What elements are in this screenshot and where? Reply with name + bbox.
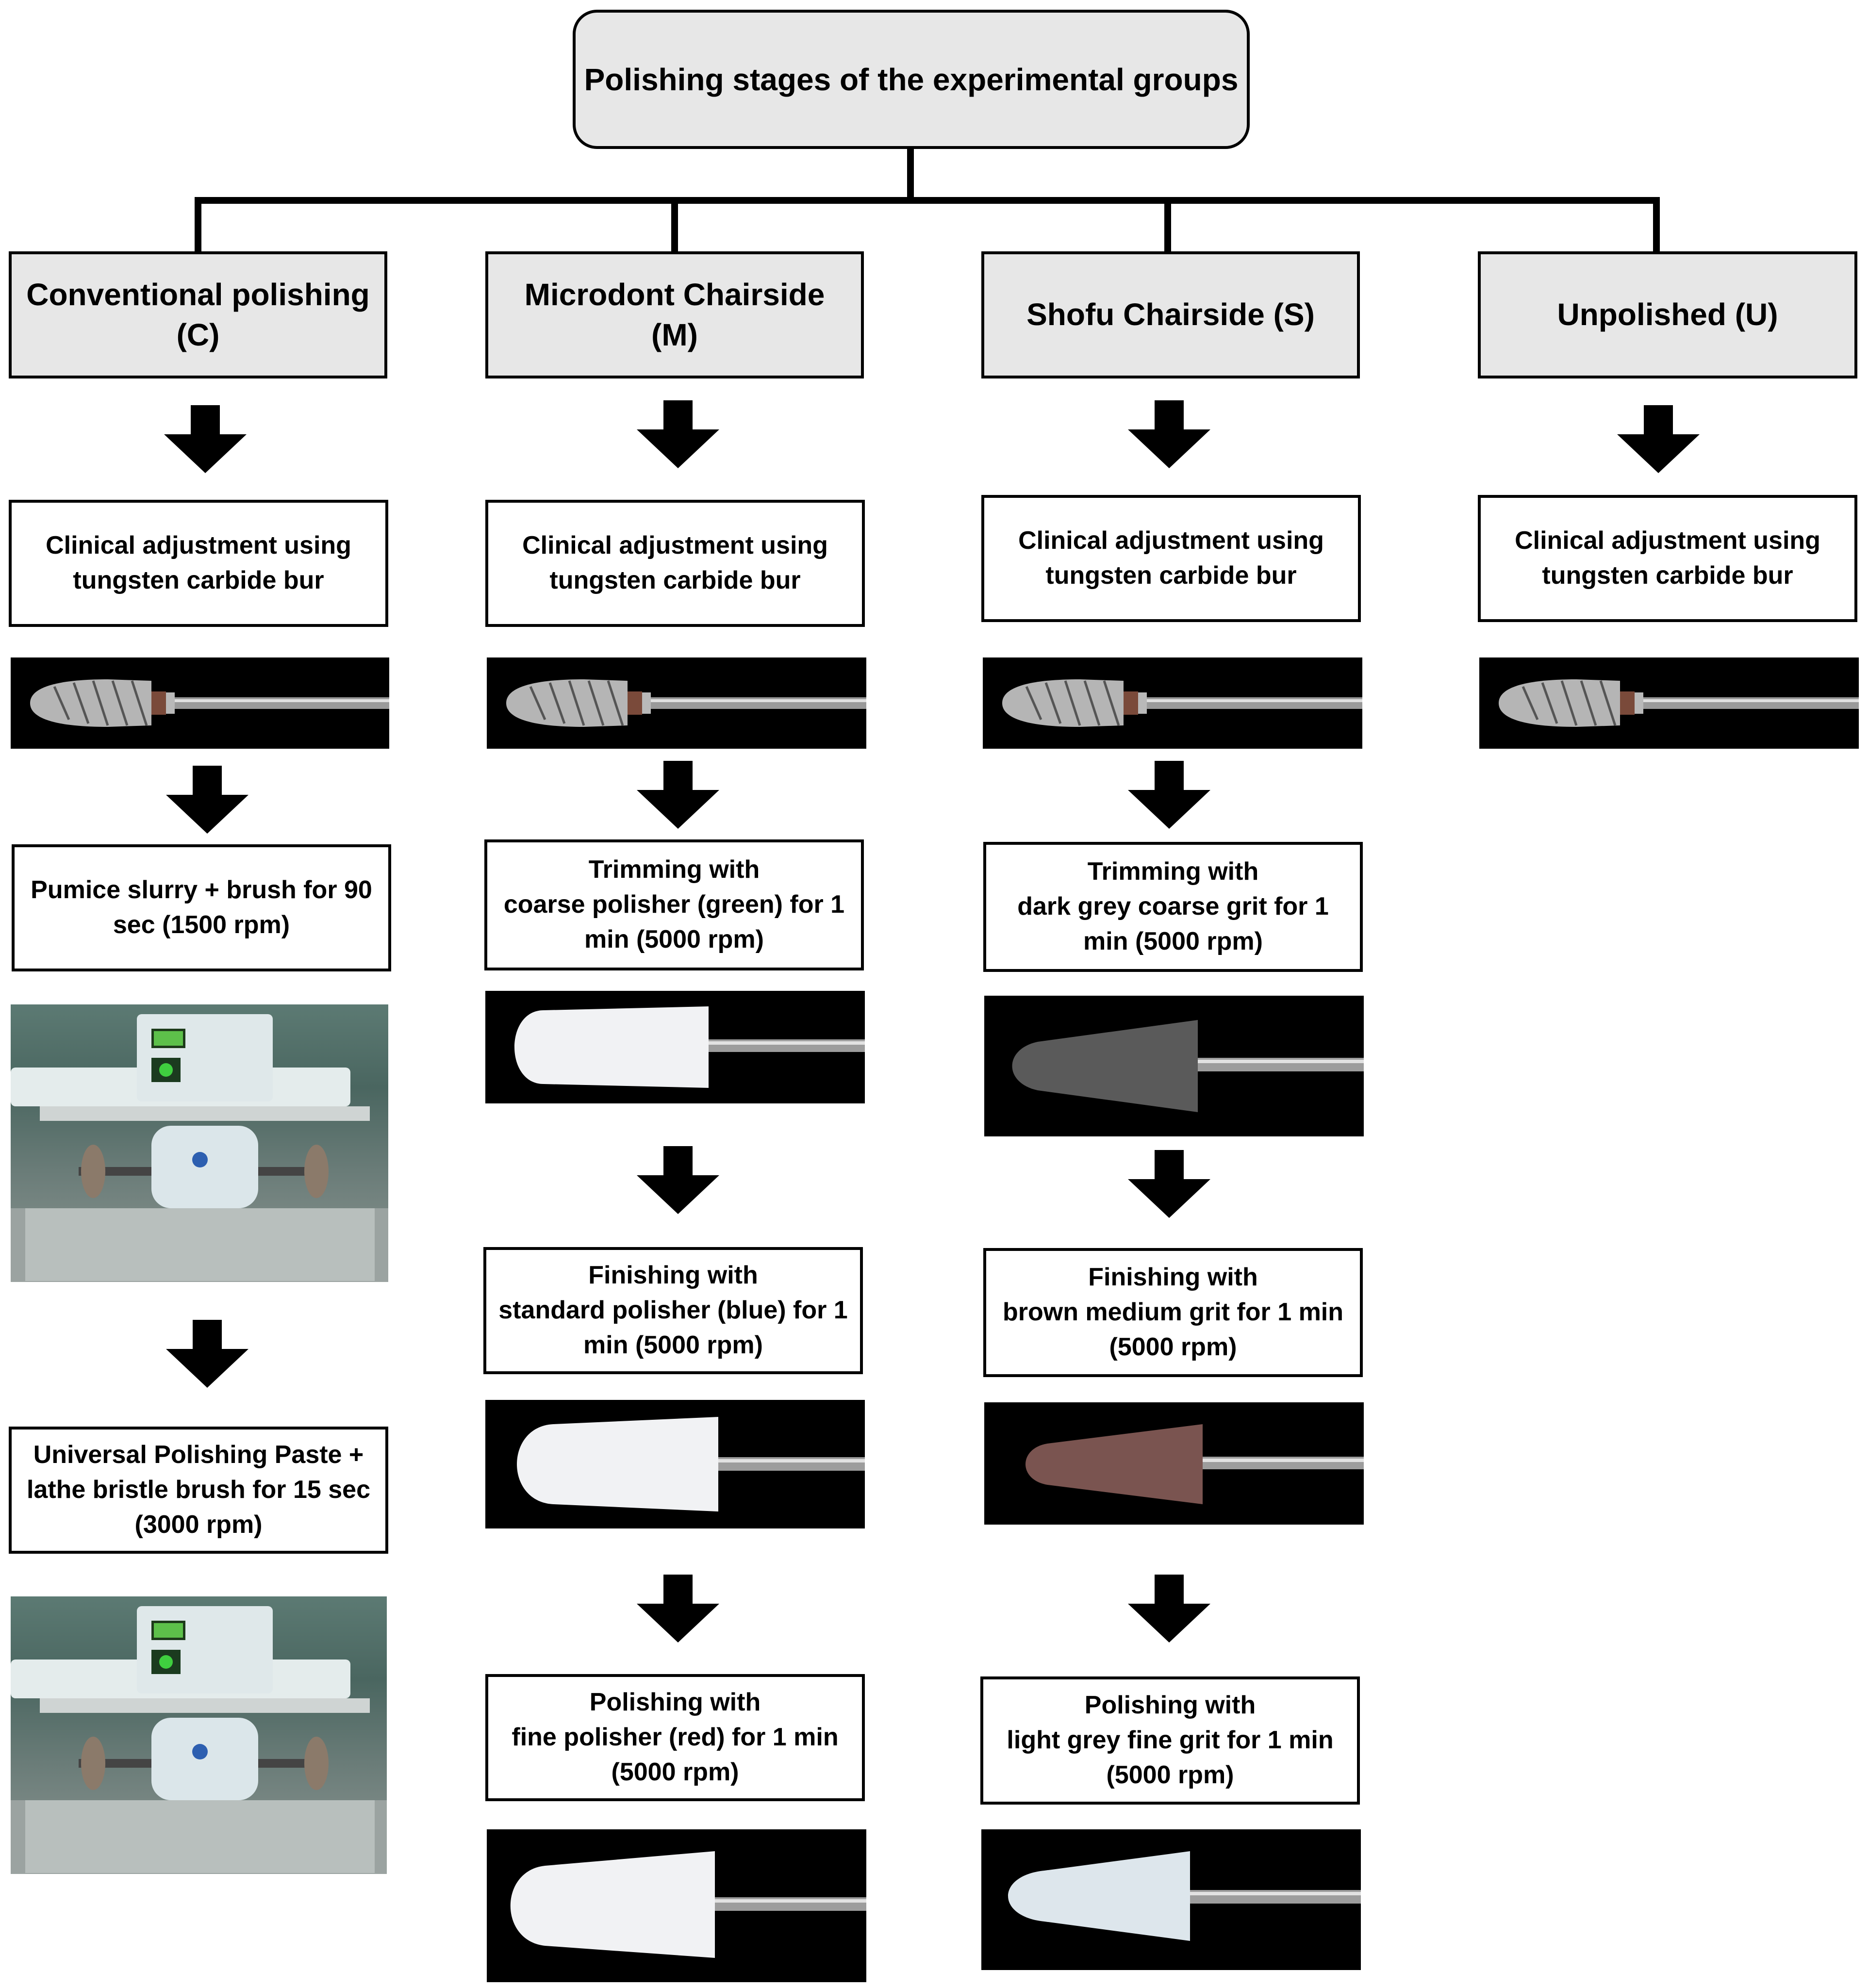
step-text-line: min (5000 rpm) bbox=[584, 925, 764, 953]
group-header-unpolished: Unpolished (U) bbox=[1478, 251, 1857, 378]
step-text-line: Polishing with bbox=[1084, 1691, 1256, 1720]
down-arrow-icon bbox=[637, 761, 719, 829]
step-text-line: tungsten carbide bur bbox=[1045, 561, 1297, 590]
light-grey-fine-grit-photo bbox=[981, 1829, 1361, 1970]
down-arrow-icon bbox=[164, 405, 247, 473]
down-arrow-icon bbox=[166, 766, 248, 834]
down-arrow-icon bbox=[637, 1146, 719, 1214]
group-header-unpolished-text: Unpolished (U) bbox=[1557, 297, 1778, 332]
step-text-line: Polishing with bbox=[589, 1688, 761, 1717]
step-text-line: min (5000 rpm) bbox=[1083, 927, 1263, 955]
brown-medium-grit-photo bbox=[984, 1402, 1364, 1525]
dark-grey-coarse-grit-photo bbox=[984, 996, 1364, 1136]
group-header-shofu: Shofu Chairside (S) bbox=[981, 251, 1360, 378]
step-text-line: Trimming with bbox=[588, 855, 760, 884]
step-text-line: Pumice slurry + brush for 90 bbox=[31, 876, 372, 904]
step-text-line: (5000 rpm) bbox=[611, 1758, 739, 1786]
step-text-line: standard polisher (blue) for 1 bbox=[498, 1296, 848, 1325]
step-text-line: Clinical adjustment using bbox=[522, 531, 828, 560]
dental-lathe-photo bbox=[11, 1004, 388, 1282]
step-text-line: tungsten carbide bur bbox=[73, 566, 324, 594]
step-s-trimming: Trimming with dark grey coarse grit for … bbox=[983, 842, 1363, 972]
step-text-line: Trimming with bbox=[1087, 857, 1259, 886]
diagram-title: Polishing stages of the experimental gro… bbox=[573, 10, 1250, 149]
step-text-line: (5000 rpm) bbox=[1106, 1760, 1234, 1789]
step-text-line: lathe bristle brush for 15 sec bbox=[26, 1476, 371, 1504]
step-m-trimming: Trimming with coarse polisher (green) fo… bbox=[484, 839, 864, 970]
step-text-line: Clinical adjustment using bbox=[46, 531, 351, 560]
step-text-line: (5000 rpm) bbox=[1109, 1332, 1237, 1361]
group-header-conventional-line2: (C) bbox=[176, 317, 220, 352]
step-u-clinical-adjustment: Clinical adjustment using tungsten carbi… bbox=[1478, 495, 1857, 622]
step-text-line: Clinical adjustment using bbox=[1018, 526, 1324, 555]
step-s-polishing: Polishing with light grey fine grit for … bbox=[980, 1676, 1360, 1805]
step-text-line: tungsten carbide bur bbox=[1542, 561, 1793, 590]
step-text-line: min (5000 rpm) bbox=[583, 1331, 763, 1359]
step-s-clinical-adjustment: Clinical adjustment using tungsten carbi… bbox=[981, 495, 1361, 622]
tungsten-carbide-bur-photo bbox=[11, 657, 389, 749]
tungsten-carbide-bur-photo bbox=[487, 657, 866, 749]
fine-polisher-photo bbox=[487, 1829, 866, 1982]
coarse-polisher-photo bbox=[485, 991, 865, 1103]
step-text-line: brown medium grit for 1 min bbox=[1002, 1298, 1344, 1327]
group-header-microdont-text: Microdont Chairside (M) bbox=[524, 277, 825, 352]
step-m-clinical-adjustment: Clinical adjustment using tungsten carbi… bbox=[485, 500, 865, 627]
step-text-line: dark grey coarse grit for 1 bbox=[1017, 892, 1329, 921]
tungsten-carbide-bur-photo bbox=[983, 657, 1362, 749]
step-s-finishing: Finishing with brown medium grit for 1 m… bbox=[983, 1248, 1363, 1377]
step-text-line: Finishing with bbox=[1088, 1263, 1258, 1292]
standard-polisher-photo bbox=[485, 1400, 865, 1528]
step-c-clinical-adjustment: Clinical adjustment using tungsten carbi… bbox=[9, 500, 388, 627]
down-arrow-icon bbox=[637, 400, 719, 468]
down-arrow-icon bbox=[1128, 1575, 1210, 1643]
step-text-line: Universal Polishing Paste + bbox=[33, 1441, 364, 1469]
down-arrow-icon bbox=[1128, 400, 1210, 468]
group-header-shofu-text: Shofu Chairside (S) bbox=[1026, 297, 1315, 332]
group-header-conventional: Conventional polishing (C) bbox=[9, 251, 387, 378]
tungsten-carbide-bur-photo bbox=[1479, 657, 1859, 749]
dental-lathe-photo bbox=[11, 1596, 387, 1874]
step-text-line: (3000 rpm) bbox=[134, 1510, 263, 1539]
step-m-finishing: Finishing with standard polisher (blue) … bbox=[483, 1247, 863, 1374]
group-header-conventional-line1: Conventional polishing bbox=[26, 277, 370, 312]
step-text-line: Clinical adjustment using bbox=[1515, 526, 1820, 555]
down-arrow-icon bbox=[1617, 405, 1700, 473]
step-text-line: Finishing with bbox=[588, 1261, 758, 1290]
step-text-line: light grey fine grit for 1 min bbox=[1007, 1726, 1334, 1755]
diagram-title-text: Polishing stages of the experimental gro… bbox=[584, 62, 1239, 97]
down-arrow-icon bbox=[1128, 761, 1210, 829]
step-m-polishing: Polishing with fine polisher (red) for 1… bbox=[485, 1674, 865, 1801]
group-header-microdont: Microdont Chairside (M) bbox=[485, 251, 864, 378]
step-text-line: tungsten carbide bur bbox=[549, 566, 801, 594]
step-c-pumice-slurry: Pumice slurry + brush for 90 sec (1500 r… bbox=[12, 844, 391, 971]
down-arrow-icon bbox=[1128, 1150, 1210, 1218]
down-arrow-icon bbox=[637, 1575, 719, 1643]
step-text-line: fine polisher (red) for 1 min bbox=[512, 1723, 839, 1752]
step-text-line: sec (1500 rpm) bbox=[113, 911, 290, 939]
step-c-universal-paste: Universal Polishing Paste + lathe bristl… bbox=[9, 1427, 388, 1554]
step-text-line: coarse polisher (green) for 1 bbox=[503, 890, 845, 919]
down-arrow-icon bbox=[166, 1320, 248, 1388]
